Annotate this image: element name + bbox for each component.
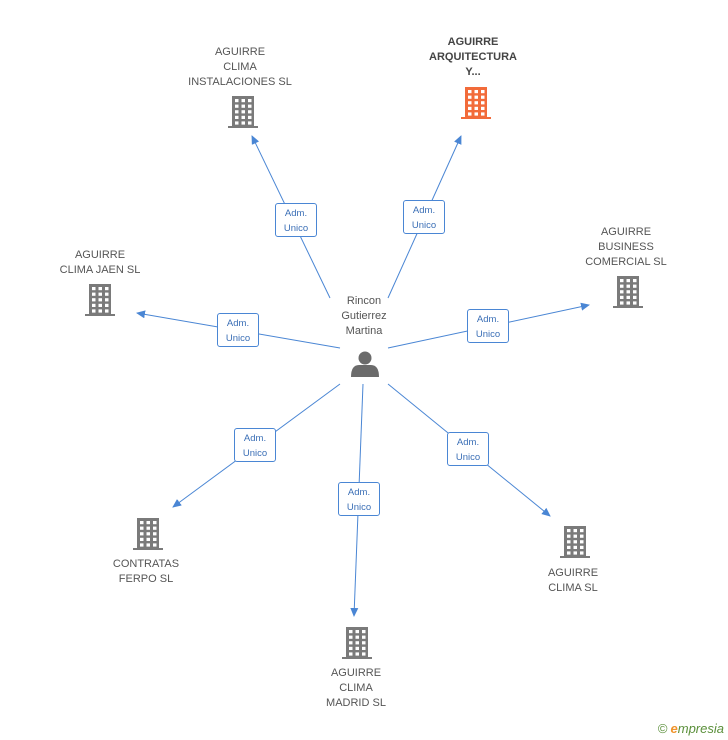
company-label[interactable]: AGUIRRE CLIMA JAEN SL: [30, 248, 170, 278]
company-label[interactable]: AGUIRRE CLIMA MADRID SL: [286, 666, 426, 711]
company-label-line: BUSINESS: [598, 241, 654, 253]
role-badge[interactable]: Adm. Unico: [338, 482, 380, 516]
role-badge-line: Unico: [475, 329, 501, 340]
role-badge-line: Adm.: [243, 433, 267, 444]
company-label-line: FERPO SL: [118, 573, 174, 585]
building-icon[interactable]: [228, 96, 258, 128]
role-badge-line: Adm.: [284, 208, 308, 219]
company-label-line: AGUIRRE: [214, 46, 266, 58]
role-badge-line: Unico: [411, 220, 437, 231]
role-badge-line: Adm.: [226, 318, 250, 329]
company-label[interactable]: AGUIRRE ARQUITECTURA Y...: [403, 35, 543, 80]
role-badge-line: Unico: [455, 452, 481, 463]
company-label-line: Y...: [465, 66, 481, 78]
company-label-line: AGUIRRE: [447, 36, 499, 48]
role-badge-line: Unico: [242, 448, 268, 459]
company-label-line: AGUIRRE: [330, 667, 382, 679]
role-badge[interactable]: Adm. Unico: [217, 313, 259, 347]
role-badge[interactable]: Adm. Unico: [467, 309, 509, 343]
footer-brand[interactable]: ©empresia: [658, 721, 724, 736]
company-label[interactable]: AGUIRRE CLIMA INSTALACIONES SL: [170, 45, 310, 90]
company-label-line: AGUIRRE: [547, 567, 599, 579]
building-icon[interactable]: [85, 284, 115, 316]
role-badge-line: Adm.: [476, 314, 500, 325]
company-label-line: ARQUITECTURA: [429, 51, 517, 63]
role-badge[interactable]: Adm. Unico: [234, 428, 276, 462]
role-badge[interactable]: Adm. Unico: [447, 432, 489, 466]
building-icon[interactable]: [461, 87, 491, 119]
company-label-line: CLIMA JAEN SL: [59, 264, 141, 276]
company-label-line: CLIMA SL: [548, 582, 598, 594]
brand-logo-e: e: [670, 721, 678, 736]
person-icon[interactable]: [351, 351, 379, 378]
role-badge-line: Adm.: [347, 487, 371, 498]
company-label[interactable]: CONTRATAS FERPO SL: [76, 557, 216, 587]
building-icon[interactable]: [133, 518, 163, 550]
role-badge-line: Unico: [346, 502, 372, 513]
company-label-line: AGUIRRE: [74, 249, 126, 261]
company-label-line: MADRID SL: [326, 697, 386, 709]
person-name-line: Gutierrez: [341, 310, 387, 322]
person-name: Rincon Gutierrez Martina: [314, 294, 414, 339]
person-name-line: Martina: [345, 325, 383, 337]
role-badge-line: Adm.: [456, 437, 480, 448]
role-badge[interactable]: Adm. Unico: [403, 200, 445, 234]
company-label[interactable]: AGUIRRE BUSINESS COMERCIAL SL: [556, 225, 696, 270]
company-label-line: INSTALACIONES SL: [188, 76, 292, 88]
company-label-line: AGUIRRE: [600, 226, 652, 238]
brand-name: mpresia: [677, 721, 724, 736]
role-badge-line: Unico: [283, 223, 309, 234]
building-icon[interactable]: [560, 526, 590, 558]
copyright-symbol: ©: [657, 721, 668, 736]
building-icon[interactable]: [613, 276, 643, 308]
company-label[interactable]: AGUIRRE CLIMA SL: [503, 566, 643, 596]
company-label-line: CLIMA: [339, 682, 373, 694]
building-icon[interactable]: [342, 627, 372, 659]
role-badge[interactable]: Adm. Unico: [275, 203, 317, 237]
role-badge-line: Unico: [225, 333, 251, 344]
company-label-line: CONTRATAS: [112, 558, 180, 570]
company-label-line: COMERCIAL SL: [585, 256, 667, 268]
role-badge-line: Adm.: [412, 205, 436, 216]
person-name-line: Rincon: [346, 295, 382, 307]
company-label-line: CLIMA: [223, 61, 257, 73]
